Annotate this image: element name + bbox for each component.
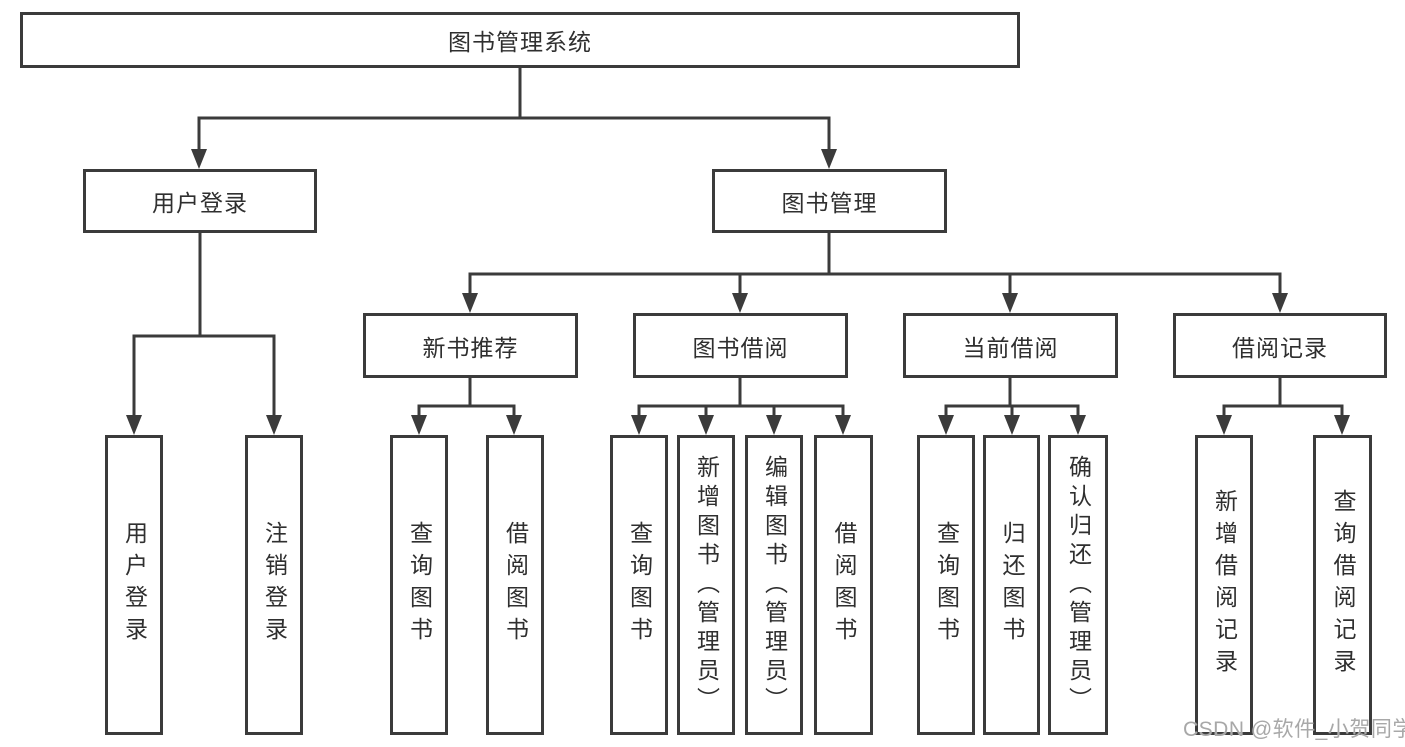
leaf-borrow-books-label: 借阅图书	[831, 521, 857, 649]
node-current-borrow: 当前借阅	[903, 313, 1118, 378]
arrowhead	[1334, 415, 1350, 435]
arrowhead	[266, 415, 282, 435]
leaf-edit-books-admin-label: 编辑图书（管理员）	[761, 454, 788, 716]
leaf-user-login-label: 用户登录	[121, 521, 148, 649]
leaf-add-books-admin: 新增图书（管理员）	[677, 435, 735, 735]
leaf-add-borrow-record-label: 新增借阅记录	[1211, 489, 1238, 681]
watermark: CSDN @软件_小贺同学	[1183, 718, 1405, 741]
node-borrow-records-label: 借阅记录	[1232, 334, 1328, 361]
leaf-add-borrow-record: 新增借阅记录	[1195, 435, 1253, 735]
leaf-query-borrow-record: 查询借阅记录	[1313, 435, 1372, 735]
node-book-management: 图书管理	[712, 169, 947, 233]
leaf-edit-books-admin: 编辑图书（管理员）	[745, 435, 803, 735]
leaf-borrow-books-borrow: 借阅图书	[814, 435, 873, 735]
leaf-query-books-label: 查询图书	[406, 521, 433, 649]
arrowhead	[191, 149, 207, 169]
node-user-login-label: 用户登录	[152, 190, 248, 216]
node-book-borrow: 图书借阅	[633, 313, 848, 378]
arrowhead	[126, 415, 142, 435]
arrowhead	[698, 415, 714, 435]
node-new-book-recommend: 新书推荐	[363, 313, 578, 378]
leaf-query-books-label: 查询图书	[933, 521, 960, 649]
leaf-query-borrow-record-label: 查询借阅记录	[1330, 489, 1356, 681]
leaf-query-books-newbook: 查询图书	[390, 435, 448, 735]
node-root: 图书管理系统	[20, 12, 1020, 68]
node-borrow-records: 借阅记录	[1173, 313, 1387, 378]
leaf-query-books-borrow: 查询图书	[610, 435, 668, 735]
arrowhead	[1002, 293, 1018, 313]
leaf-borrow-books-label: 借阅图书	[502, 521, 529, 649]
arrowhead	[1070, 415, 1086, 435]
arrowhead	[821, 149, 837, 169]
arrowhead	[835, 415, 851, 435]
arrowhead	[631, 415, 647, 435]
node-new-book-recommend-label: 新书推荐	[422, 334, 519, 361]
arrowhead	[938, 415, 954, 435]
node-current-borrow-label: 当前借阅	[962, 334, 1059, 361]
leaf-confirm-return-admin: 确认归还（管理员）	[1048, 435, 1108, 735]
node-book-management-label: 图书管理	[781, 190, 878, 216]
arrowhead	[1216, 415, 1232, 435]
leaf-logout-label: 注销登录	[261, 521, 288, 649]
node-root-label: 图书管理系统	[448, 29, 592, 55]
connector-path	[132, 66, 1344, 420]
arrowhead	[411, 415, 427, 435]
leaf-query-books-label: 查询图书	[626, 521, 653, 649]
arrowhead	[506, 415, 522, 435]
arrowhead	[732, 293, 748, 313]
leaf-add-books-admin-label: 新增图书（管理员）	[693, 454, 720, 716]
arrowhead	[1004, 415, 1020, 435]
arrowhead	[1272, 293, 1288, 313]
leaf-query-books-current: 查询图书	[917, 435, 975, 735]
node-book-borrow-label: 图书借阅	[692, 334, 789, 361]
leaf-confirm-return-admin-label: 确认归还（管理员）	[1065, 454, 1092, 716]
node-user-login: 用户登录	[83, 169, 317, 233]
arrowhead	[766, 415, 782, 435]
leaf-return-books-label: 归还图书	[999, 521, 1025, 649]
leaf-borrow-books-newbook: 借阅图书	[486, 435, 544, 735]
leaf-user-login: 用户登录	[105, 435, 163, 735]
leaf-return-books: 归还图书	[983, 435, 1040, 735]
arrowhead	[462, 293, 478, 313]
leaf-logout: 注销登录	[245, 435, 303, 735]
